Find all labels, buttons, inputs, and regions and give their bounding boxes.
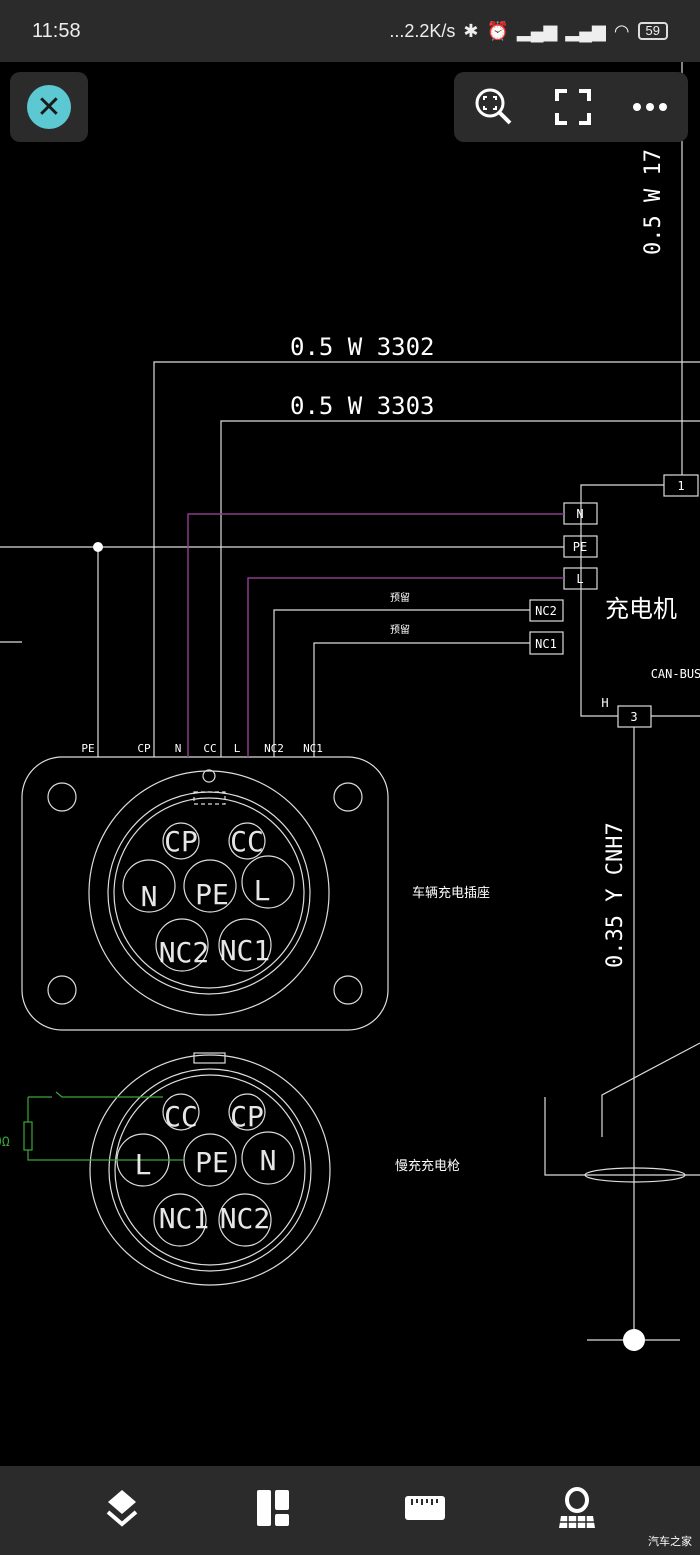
pin-label: NC1 — [303, 742, 323, 755]
inlet-pin: PE — [195, 878, 229, 911]
gun-pin: NC1 — [159, 1202, 210, 1235]
h-label: H — [601, 696, 608, 710]
more-icon[interactable] — [630, 87, 670, 127]
pin-label: PE — [81, 742, 94, 755]
signal-icon: ▂▄▆ — [565, 20, 606, 41]
reserved-label: 预留 — [390, 623, 410, 636]
pin-label: NC2 — [264, 742, 284, 755]
gun-pin: CC — [164, 1100, 198, 1133]
inlet-pin: N — [141, 880, 158, 913]
inlet-pin: L — [254, 874, 271, 907]
inlet-title: 车辆充电插座 — [412, 885, 490, 901]
bottom-toolbar: 汽车之家 — [0, 1466, 700, 1555]
close-icon: ✕ — [27, 85, 71, 129]
close-button[interactable]: ✕ — [10, 72, 88, 142]
reserved-label: 预留 — [390, 591, 410, 604]
gun-pin: CP — [230, 1100, 264, 1133]
pin-label: CC — [203, 742, 216, 755]
box-n: N — [576, 507, 583, 521]
resistor-label: 0Ω — [0, 1135, 10, 1150]
wire-label-can: 0.35 Y CNH7 — [603, 822, 628, 968]
inlet-pin: CC — [230, 825, 264, 858]
layers-icon[interactable] — [100, 1486, 144, 1530]
inlet-pin: CP — [164, 825, 198, 858]
pin-label: L — [234, 742, 241, 755]
view-icon[interactable] — [555, 1486, 599, 1530]
alarm-icon: ⏰ — [486, 20, 509, 41]
fullscreen-icon[interactable] — [553, 87, 593, 127]
gun-pin: L — [135, 1148, 152, 1181]
wire-label-3303: 0.5 W 3303 — [290, 392, 435, 420]
gun-pin: N — [260, 1144, 277, 1177]
can-bus-label: CAN-BUS — [651, 667, 700, 681]
wire-label-17: 0.5 W 17 — [641, 149, 666, 255]
watermark: 汽车之家 — [648, 1536, 692, 1548]
wire-label-3302: 0.5 W 3302 — [290, 333, 435, 361]
terminal-1: 1 — [677, 479, 684, 493]
box-l: L — [576, 572, 583, 586]
box-pe: PE — [573, 540, 587, 554]
zoom-fit-icon[interactable] — [472, 85, 516, 129]
net-speed: ...2.2K/s — [389, 20, 456, 41]
wifi-icon: ◠ — [613, 20, 630, 41]
box-nc2: NC2 — [535, 604, 557, 618]
bluetooth-icon: ✱ — [463, 20, 479, 41]
pin-label: N — [175, 742, 182, 755]
inlet-pin: NC1 — [220, 934, 271, 967]
ruler-icon[interactable] — [403, 1486, 447, 1530]
status-bar: 11:58 ...2.2K/s ✱ ⏰ ▂▄▆ ▂▄▆ ◠ 59 — [0, 0, 700, 62]
layout-icon[interactable] — [251, 1486, 295, 1530]
clock: 11:58 — [32, 19, 81, 42]
inlet-pin: NC2 — [159, 936, 210, 969]
signal-icon: ▂▄▆ — [516, 20, 558, 41]
pin-label: CP — [137, 742, 151, 755]
terminal-3: 3 — [630, 710, 637, 724]
gun-title: 慢充充电枪 — [395, 1158, 460, 1174]
box-nc1: NC1 — [535, 637, 557, 651]
top-toolbar — [454, 72, 688, 142]
gun-pin: NC2 — [220, 1202, 271, 1235]
charger-label: 充电机 — [605, 595, 677, 623]
gun-pin: PE — [195, 1146, 229, 1179]
battery-icon: 59 — [637, 22, 668, 40]
